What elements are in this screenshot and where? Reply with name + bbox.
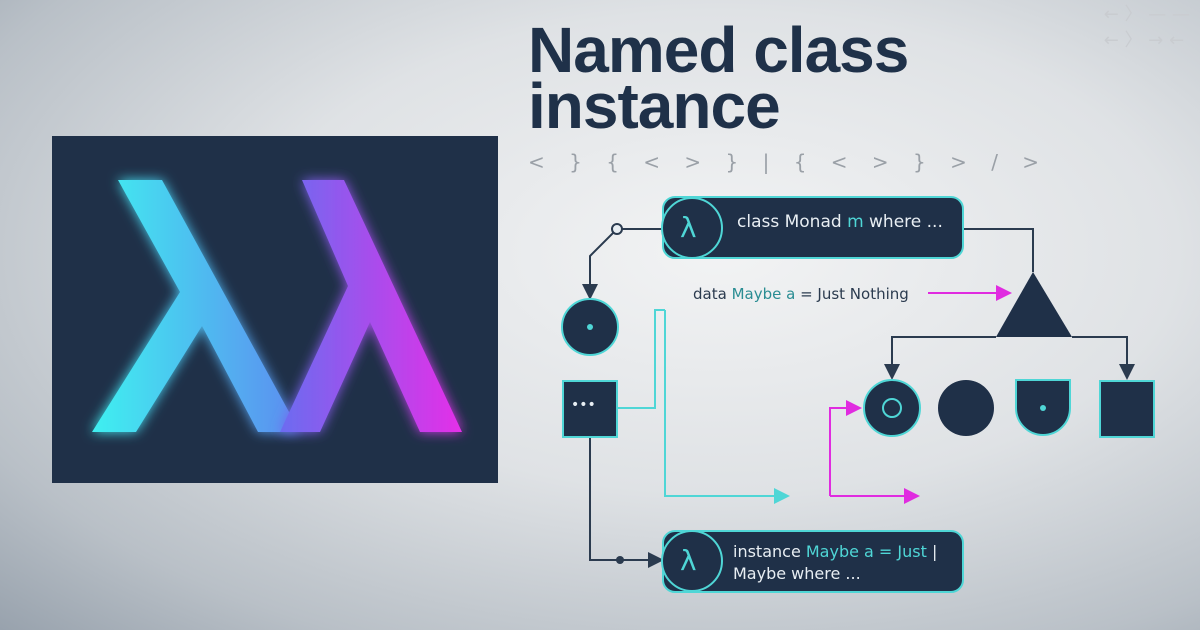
lambda-logo-icon [92,180,462,432]
title-line-1: Named class [528,14,909,86]
lambda-icon [661,197,723,259]
corner-row-1: ← 〉 — — [1103,4,1190,25]
ellipsis-node [562,380,618,438]
lambda-glyph: λ [680,544,697,577]
class-node-label: class Monad m where ... [737,212,943,232]
decorative-code-glyphs: < } { < > } | { < > } > / > [528,150,1049,174]
cyan-connectors [617,309,790,504]
ellipsis-label: ••• [571,397,596,413]
corner-arrow-glyphs: ← 〉 — — ← 〉 → ← [1104,2,1190,54]
lambda-glyph: λ [680,211,697,244]
junction-node [611,223,623,235]
square-node [1099,380,1155,438]
dark-connectors [582,228,1135,568]
junction-node [616,556,624,564]
lambda-icon [661,530,723,592]
lambda-logo-panel [52,136,498,483]
filled-circle-node [938,380,994,436]
triangle-node [996,272,1072,337]
corner-row-2: ← 〉 → ← [1103,30,1185,51]
ring-node [863,379,921,437]
data-maybe-label: data Maybe a = Just Nothing [693,285,909,303]
title-line-2: instance [528,70,781,142]
magenta-connectors [829,285,1012,504]
page-title: Named class instance [528,14,909,142]
instance-node-label: instance Maybe a = Just | Maybe where ..… [733,542,938,583]
